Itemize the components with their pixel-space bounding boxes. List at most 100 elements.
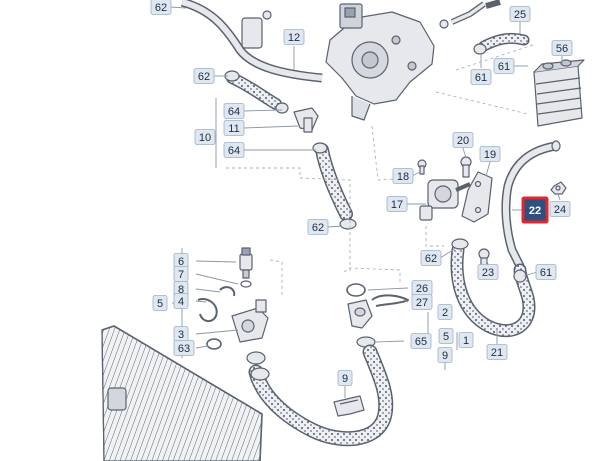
callout-number: 62	[198, 71, 210, 83]
callout-box	[452, 132, 474, 148]
oil-cooler-56-part[interactable]	[533, 59, 585, 127]
parts-layer	[101, 0, 585, 461]
callout-7[interactable]: 7	[173, 266, 189, 282]
callout-9[interactable]: 9	[337, 370, 353, 386]
callout-number: 25	[514, 9, 526, 21]
hose-64-lower-part[interactable]	[312, 142, 357, 230]
callout-19[interactable]: 19	[479, 146, 501, 162]
callout-18[interactable]: 18	[392, 168, 414, 184]
callout-number: 61	[498, 61, 510, 73]
callout-number: 5	[443, 331, 449, 343]
callout-box	[410, 333, 432, 349]
callout-61[interactable]: 61	[535, 264, 557, 280]
callout-1[interactable]: 1	[458, 332, 474, 348]
callout-5[interactable]: 5	[438, 328, 454, 344]
callout-11[interactable]: 11	[223, 120, 245, 136]
callout-box	[307, 219, 329, 235]
radiator-part[interactable]	[101, 325, 263, 461]
clip-8-part[interactable]	[219, 286, 236, 297]
callout-17[interactable]: 17	[386, 196, 408, 212]
callout-number: 1	[463, 335, 469, 347]
pipe-22-part[interactable]	[501, 140, 561, 271]
callout-65[interactable]: 65	[410, 333, 432, 349]
hose-64-upper-part[interactable]	[224, 70, 289, 114]
bracket-9-part[interactable]	[333, 395, 365, 417]
callout-61[interactable]: 61	[493, 58, 515, 74]
callout-box	[223, 142, 245, 158]
callout-box	[392, 168, 414, 184]
bolt-20-part[interactable]	[460, 156, 472, 178]
callout-24[interactable]: 24	[549, 201, 571, 217]
callout-number: 22	[529, 205, 541, 217]
o-ring-26-part[interactable]	[346, 283, 366, 297]
callout-number: 27	[416, 297, 428, 309]
connector-2-part[interactable]	[347, 299, 373, 329]
top-connector-pipe-part[interactable]	[439, 0, 501, 29]
callout-box	[152, 295, 168, 311]
callout-6[interactable]: 6	[173, 253, 189, 269]
callout-box	[551, 40, 573, 56]
callout-62[interactable]: 62	[193, 68, 215, 84]
callout-23[interactable]: 23	[477, 264, 499, 280]
sensor-6-part[interactable]	[239, 247, 253, 279]
hose-5-part[interactable]	[246, 344, 394, 447]
callout-box	[420, 250, 442, 266]
bolt-18-part[interactable]	[417, 159, 427, 175]
callout-number: 8	[178, 284, 184, 296]
callout-number: 7	[178, 269, 184, 281]
clip-27-part[interactable]	[371, 294, 409, 307]
callout-box	[173, 293, 189, 309]
connector-3-part[interactable]	[231, 299, 269, 343]
callout-number: 18	[397, 171, 409, 183]
pipe-12-part[interactable]	[180, 0, 323, 83]
coolant-pump-housing-part[interactable]	[325, 3, 435, 121]
callout-number: 62	[155, 2, 167, 14]
callout-number: 17	[391, 199, 403, 211]
callout-62[interactable]: 62	[420, 250, 442, 266]
callout-62[interactable]: 62	[150, 0, 172, 15]
callout-22-highlighted[interactable]: 22	[521, 196, 549, 224]
o-ring-63-part[interactable]	[206, 338, 222, 350]
callout-63[interactable]: 63	[173, 340, 195, 356]
callout-4[interactable]: 4	[173, 293, 189, 309]
callout-25[interactable]: 25	[509, 6, 531, 22]
callout-box	[438, 328, 454, 344]
callout-number: 23	[482, 267, 494, 279]
bracket-19-part[interactable]	[461, 171, 493, 223]
callout-27[interactable]: 27	[411, 294, 433, 310]
callout-number: 64	[228, 145, 240, 157]
callout-12[interactable]: 12	[283, 29, 305, 45]
valve-17-part[interactable]	[419, 179, 471, 221]
callout-62[interactable]: 62	[307, 219, 329, 235]
hose-21-part[interactable]	[450, 238, 536, 338]
callout-20[interactable]: 20	[452, 132, 474, 148]
connector-11-part[interactable]	[293, 107, 319, 133]
callout-number: 61	[540, 267, 552, 279]
callout-5[interactable]: 5	[152, 295, 168, 311]
callout-number: 9	[442, 350, 448, 362]
callout-box	[437, 304, 453, 320]
callout-number: 56	[556, 43, 568, 55]
callout-box	[493, 58, 515, 74]
callout-61[interactable]: 61	[470, 69, 492, 85]
callout-2[interactable]: 2	[437, 304, 453, 320]
callout-56[interactable]: 56	[551, 40, 573, 56]
hose-25-part[interactable]	[473, 32, 530, 55]
callout-number: 63	[178, 343, 190, 355]
retaining-clip-4-part[interactable]	[197, 298, 218, 322]
callout-21[interactable]: 21	[486, 344, 508, 360]
callout-box	[193, 68, 215, 84]
callout-3[interactable]: 3	[173, 326, 189, 342]
callout-9[interactable]: 9	[437, 347, 453, 363]
o-ring-7-part[interactable]	[240, 280, 252, 288]
callout-number: 62	[312, 222, 324, 234]
callout-64[interactable]: 64	[223, 142, 245, 158]
callout-box	[549, 201, 571, 217]
callout-26[interactable]: 26	[411, 280, 433, 296]
callout-10[interactable]: 10	[194, 129, 216, 145]
nut-24-part[interactable]	[550, 181, 567, 195]
callout-box	[486, 344, 508, 360]
callout-64[interactable]: 64	[223, 103, 245, 119]
